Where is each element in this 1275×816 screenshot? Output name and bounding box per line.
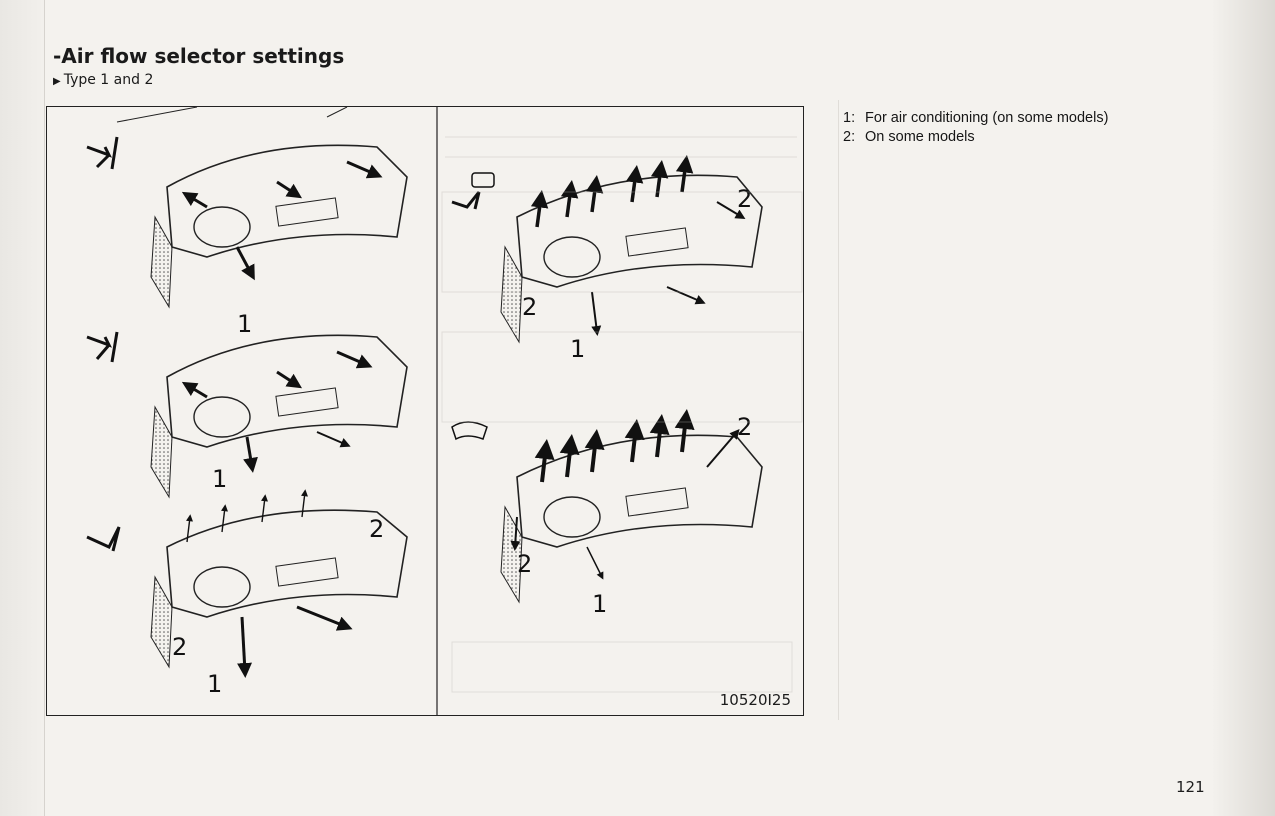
note-item: 2: On some models xyxy=(843,129,1108,145)
subtitle: ▶Type 1 and 2 xyxy=(53,72,153,88)
callout-1: 1 xyxy=(592,590,607,618)
figure-code: 10520I25 xyxy=(719,691,791,709)
airflow-illustration: 1 1 2 xyxy=(86,107,803,715)
figure-notes: 1: For air conditioning (on some models)… xyxy=(843,110,1108,148)
subtitle-text: Type 1 and 2 xyxy=(63,72,154,88)
callout-2: 2 xyxy=(172,633,187,661)
page-number: 121 xyxy=(1176,778,1205,796)
note-number: 1: xyxy=(843,110,856,126)
callout-1: 1 xyxy=(207,670,222,698)
dashboard-floor-mode: 2 2 1 xyxy=(86,489,408,698)
note-number: 2: xyxy=(843,129,856,145)
callout-2: 2 xyxy=(522,293,537,321)
note-text: For air conditioning (on some models) xyxy=(865,110,1109,126)
callout-2: 2 xyxy=(369,515,384,543)
dashboard-defrost-mode: 2 2 1 xyxy=(451,409,763,618)
callout-1: 1 xyxy=(212,465,227,493)
bleed-through-area xyxy=(838,100,1209,720)
airflow-figure: 1 1 2 xyxy=(46,106,804,716)
dashboard-face-mode: 1 xyxy=(86,107,408,338)
page-edge-left xyxy=(0,0,45,816)
callout-2: 2 xyxy=(517,550,532,578)
callout-2: 2 xyxy=(737,413,752,441)
callout-1: 1 xyxy=(237,310,252,338)
callout-1: 1 xyxy=(570,335,585,363)
dashboard-floor-defrost-mode: 2 2 1 xyxy=(451,155,763,363)
dashboard-bilevel-mode: 1 xyxy=(86,331,408,499)
callout-2: 2 xyxy=(737,185,752,213)
page-edge-right xyxy=(1213,0,1275,816)
triangle-bullet-icon: ▶ xyxy=(53,76,61,87)
note-item: 1: For air conditioning (on some models) xyxy=(843,110,1108,126)
section-title: -Air flow selector settings xyxy=(53,44,345,68)
note-text: On some models xyxy=(865,129,975,145)
